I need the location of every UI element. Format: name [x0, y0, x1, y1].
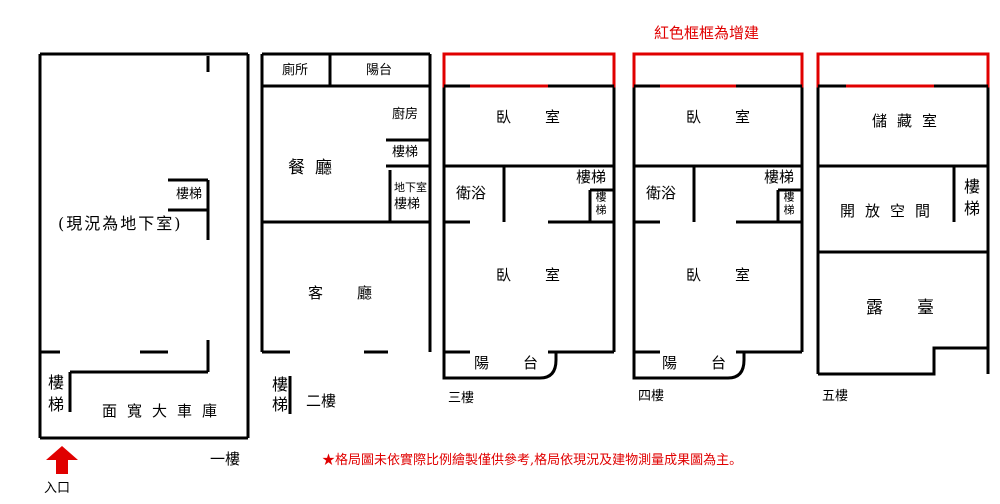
- floor4-bedroom-top: 臥室: [686, 108, 785, 126]
- floor4-balcony: 陽台: [662, 354, 761, 372]
- floor3-bath: 衛浴: [456, 184, 487, 202]
- floor3-name: 三樓: [448, 391, 475, 406]
- floor1-garage: 面寬大車庫: [102, 402, 228, 420]
- floor3-bedroom-bottom: 臥室: [496, 266, 595, 284]
- floor2-basement-stairs-b: 樓梯: [394, 197, 421, 212]
- floor4-bath: 衛浴: [646, 184, 677, 202]
- floor3-stairs-small: 樓梯: [594, 191, 607, 217]
- floor5-walls: [816, 86, 990, 376]
- addition-frames: [442, 52, 990, 88]
- floor2-stairs-bottom: 樓梯: [269, 376, 288, 416]
- floor1-stairs-upper: 樓梯: [176, 187, 203, 202]
- floor4-bedroom-bottom: 臥室: [686, 266, 785, 284]
- floor4-walls: [632, 86, 804, 380]
- footnote: ★格局圖未依實際比例繪製僅供參考,格局依現況及建物測量成果圖為主。: [322, 453, 743, 468]
- floor5-storage: 儲藏室: [872, 112, 948, 130]
- floor3-walls: [442, 86, 616, 380]
- floor1-stairs-lower: 樓梯: [45, 374, 64, 418]
- floor5-stairs: 樓梯: [961, 178, 980, 222]
- floor4-stairs: 樓梯: [764, 168, 795, 186]
- floor3-balcony: 陽台: [474, 354, 573, 372]
- floor2-kitchen: 廚房: [392, 107, 419, 122]
- floor2-walls: [260, 52, 432, 414]
- floor2-toilet: 廁所: [282, 63, 309, 78]
- floor1-name: 一樓: [210, 450, 241, 468]
- floor2-living: 客廳: [308, 284, 407, 302]
- floor2-balcony: 陽台: [366, 63, 393, 78]
- floor2-basement-stairs-a: 地下室: [394, 181, 427, 194]
- floor4-stairs-small: 樓梯: [782, 191, 795, 217]
- floor5-open-space: 開放空間: [840, 202, 941, 220]
- floor4-name: 四樓: [638, 389, 665, 404]
- floor1-walls: [38, 52, 250, 440]
- floor1-basement-note: (現況為地下室): [58, 214, 183, 233]
- floor5-name: 五樓: [822, 389, 849, 404]
- entrance-label: 入口: [44, 481, 71, 496]
- floor3-stairs: 樓梯: [576, 168, 607, 186]
- arrow-up-icon: [46, 446, 78, 474]
- floor3-bedroom-top: 臥室: [496, 108, 595, 126]
- floor5-terrace: 露臺: [866, 298, 968, 318]
- floor2-dining: 餐廳: [288, 158, 342, 178]
- floor2-stairs: 樓梯: [392, 145, 419, 160]
- floor2-name: 二樓: [306, 392, 337, 410]
- addition-notice: 紅色框框為增建: [654, 24, 760, 42]
